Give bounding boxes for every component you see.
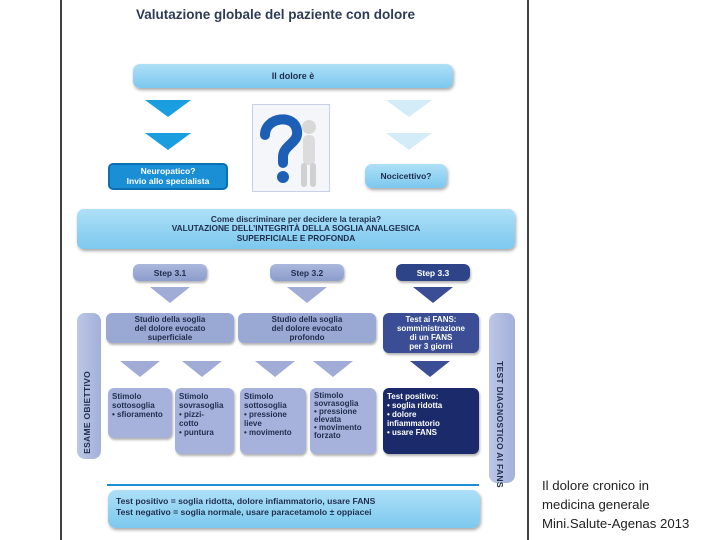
question-line: SUPERFICIALE E PROFONDA <box>236 232 356 243</box>
chevron-down-icon <box>386 133 432 150</box>
chevron-down-icon <box>386 100 432 117</box>
stimulus-box: Stimolo sottosoglia • pressione lieve • … <box>240 388 306 454</box>
question-line: VALUTAZIONE DELL’INTEGRITÀ DELLA SOGLIA … <box>171 223 421 234</box>
source-line: medicina generale <box>542 497 650 512</box>
step-label: Step 3.3 <box>416 267 450 278</box>
chevron-down-icon <box>145 100 191 117</box>
stimulus-box: Stimolo sovrasoglia • pressione elevata … <box>310 388 376 454</box>
nociceptive-box: Nocicettivo? <box>365 164 447 188</box>
source-line: Mini.Salute-Agenas 2013 <box>542 516 690 531</box>
stimulus-line: • pressione <box>314 407 357 416</box>
stimulus-line: cotto <box>179 419 199 428</box>
question-mark-figure-icon <box>252 104 330 192</box>
stimulus-line: sottosoglia <box>112 401 155 410</box>
study-fans-box: Test ai FANS: somministrazione di un FAN… <box>383 313 479 353</box>
study-line: per 3 giorni <box>409 342 453 351</box>
stimulus-line: sovrasoglia <box>314 399 359 408</box>
study-deep-box: Studio della soglia del dolore evocato p… <box>238 313 376 343</box>
step-label: Step 3.2 <box>290 267 324 278</box>
esame-obiettivo-label: ESAME OBIETTIVO <box>82 371 92 454</box>
stimulus-line: • usare FANS <box>387 428 437 437</box>
chevron-down-icon <box>182 361 222 377</box>
study-line: superficiale <box>147 332 193 342</box>
study-line: somministrazione <box>396 324 465 333</box>
study-line: Studio della soglia <box>271 314 343 324</box>
source-caption: Il dolore cronico in medicina generale M… <box>542 476 689 533</box>
stimulus-line: sovrasoglia <box>179 401 224 410</box>
study-superficial-box: Studio della soglia del dolore evocato s… <box>106 313 234 343</box>
summary-line-positive: Test positivo = soglia ridotta, dolore i… <box>116 496 376 506</box>
pain-is-label: Il dolore è <box>271 71 315 81</box>
stimulus-line: • movimento <box>244 428 292 437</box>
neuropathic-label: Neuropatico? <box>140 166 196 176</box>
study-line: del dolore evocato <box>134 323 206 333</box>
stimulus-line: • dolore <box>387 410 417 419</box>
chevron-down-icon <box>287 287 327 303</box>
stimulus-box: Stimolo sottosoglia • sfioramento <box>108 388 172 438</box>
stimulus-line: • pressione <box>244 410 287 419</box>
stimulus-line: • pizzi- <box>179 410 205 419</box>
summary-box: Test positivo = soglia ridotta, dolore i… <box>108 490 480 528</box>
stimulus-line: sottosoglia <box>244 401 287 410</box>
study-line: del dolore evocato <box>271 323 343 333</box>
stimulus-line: • soglia ridotta <box>387 401 443 410</box>
referral-label: Invio allo specialista <box>126 175 210 186</box>
pain-is-bar: Il dolore è <box>133 64 453 88</box>
step-chevrons <box>150 287 453 303</box>
stimulus-line: forzato <box>314 431 341 440</box>
stimulus-line: Stimolo <box>112 392 142 401</box>
stimulus-line: Test positivo: <box>387 392 439 401</box>
study-line: di un FANS <box>409 333 453 342</box>
stimulus-chevrons <box>120 361 450 377</box>
chevron-down-icon <box>120 361 160 377</box>
chevron-down-icon <box>255 361 295 377</box>
question-bar: Come discriminare per decidere la terapi… <box>77 209 515 249</box>
step-label: Step 3.1 <box>153 267 187 278</box>
stimulus-line: • movimento <box>314 423 362 432</box>
stimulus-line: Stimolo <box>314 391 344 400</box>
study-line: Studio della soglia <box>134 314 206 324</box>
study-line: profondo <box>289 332 325 342</box>
step-3-1: Step 3.1 <box>133 264 207 281</box>
chevron-down-icon <box>150 287 190 303</box>
test-fans-bar: TEST DIAGNOSTICO AI FANS <box>489 313 515 488</box>
chevron-down-icon <box>145 133 191 150</box>
figure-title: Valutazione globale del paziente con dol… <box>136 7 416 22</box>
source-line: Il dolore cronico in <box>542 478 650 493</box>
right-chevrons <box>386 100 432 150</box>
step-3-2: Step 3.2 <box>270 264 344 281</box>
chevron-down-icon <box>410 361 450 377</box>
stimulus-line: lieve <box>244 419 262 428</box>
neuropathic-box: Neuropatico? Invio allo specialista <box>108 163 228 190</box>
question-line: Come discriminare per decidere la terapi… <box>210 213 382 224</box>
divider <box>107 484 479 486</box>
stimulus-line: Stimolo <box>244 392 274 401</box>
esame-obiettivo-bar: ESAME OBIETTIVO <box>77 313 101 459</box>
summary-line-negative: Test negativo = soglia normale, usare pa… <box>116 507 372 517</box>
stimulus-line: infiammatorio <box>387 419 440 428</box>
stimulus-line: Stimolo <box>179 392 209 401</box>
stimulus-box: Stimolo sovrasoglia • pizzi- cotto • pun… <box>175 388 234 454</box>
test-fans-label: TEST DIAGNOSTICO AI FANS <box>495 361 505 488</box>
stimulus-line: • sfioramento <box>112 410 163 419</box>
chevron-down-icon <box>313 361 353 377</box>
left-chevrons <box>145 100 191 150</box>
stimulus-line: • puntura <box>179 428 214 437</box>
stimulus-line: elevata <box>314 415 342 424</box>
test-positive-box: Test positivo: • soglia ridotta • dolore… <box>383 388 479 454</box>
nociceptive-label: Nocicettivo? <box>380 171 432 181</box>
step-3-3: Step 3.3 <box>396 264 470 281</box>
study-line: Test ai FANS: <box>405 315 457 324</box>
chevron-down-icon <box>413 287 453 303</box>
